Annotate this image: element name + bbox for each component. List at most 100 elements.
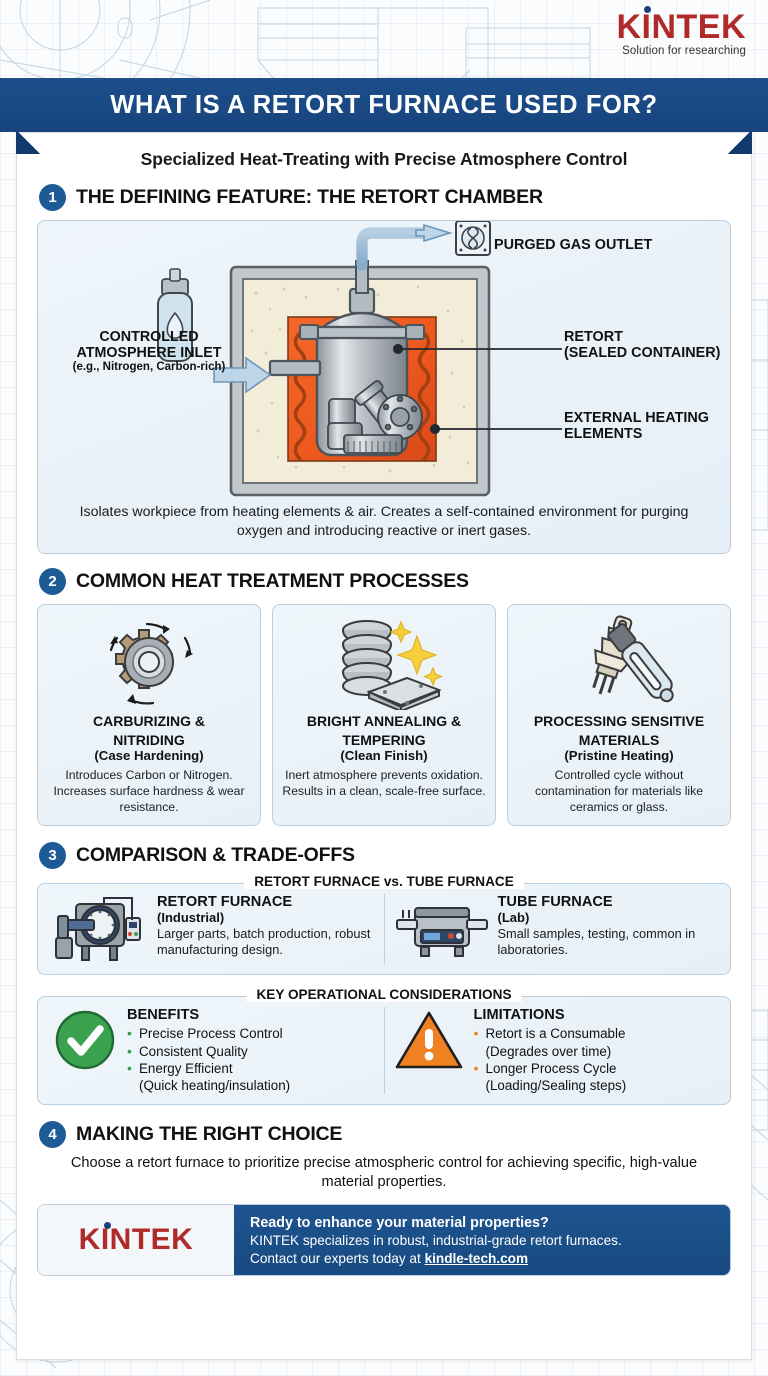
considerations-legend: KEY OPERATIONAL CONSIDERATIONS [246, 987, 522, 1003]
comparison-tube-text: TUBE FURNACE (Lab) Small samples, testin… [498, 894, 717, 958]
comparison-retort-text: RETORT FURNACE (Industrial) Larger parts… [157, 894, 376, 958]
comparison-tube-furnace: TUBE FURNACE (Lab) Small samples, testin… [383, 894, 725, 965]
retort-furnace-subtitle: (Industrial) [157, 910, 225, 926]
title-bar: WHAT IS A RETORT FURNACE USED FOR? [0, 78, 768, 132]
list-item: Longer Process Cycle [474, 1060, 627, 1078]
caption-line-2: environment for purging oxygen and intro… [236, 504, 689, 539]
section-2-number: 2 [39, 568, 66, 596]
process-card-carburizing[interactable]: CARBURIZING & NITRIDING (Case Hardening)… [37, 604, 261, 827]
process-card-sensitive-materials[interactable]: PROCESSING SENSITIVE MATERIALS (Pristine… [507, 604, 731, 827]
furnace-comparison-block: RETORT FURNACE vs. TUBE FURNACE [37, 874, 731, 976]
brand-logo: KINTEK Solution for researching [616, 6, 746, 57]
section-2-heading: 2 COMMON HEAT TREATMENT PROCESSES [17, 568, 751, 596]
inlet-note: (e.g., Nitrogen, Carbon-rich) [72, 361, 226, 373]
process-title-line-1: BRIGHT ANNEALING & [306, 713, 462, 730]
section-2-title: COMMON HEAT TREATMENT PROCESSES [76, 570, 469, 593]
process-title-line-1: CARBURIZING & [93, 713, 205, 730]
list-item: Consistent Quality [127, 1043, 290, 1061]
final-advice: Choose a retort furnace to prioritize pr… [59, 1154, 709, 1193]
comparison-retort-furnace: RETORT FURNACE (Industrial) Larger parts… [44, 894, 384, 964]
section-1-heading: 1 THE DEFINING FEATURE: THE RETORT CHAMB… [17, 184, 751, 211]
purged-gas-outlet-label: PURGED GAS OUTLET [494, 237, 653, 253]
content-card: Specialized Heat-Treating with Precise A… [16, 132, 752, 1360]
retort-chamber-panel: PURGED GAS OUTLET CONTROLLED ATMOSPHERE … [37, 220, 731, 555]
tube-furnace-title: TUBE FURNACE [497, 894, 613, 911]
cta-contact-line: Contact our experts today at kindle-tech… [250, 1250, 714, 1268]
retort-furnace-diagram: PURGED GAS OUTLET CONTROLLED ATMOSPHERE … [38, 221, 730, 499]
final-line-2: specific, high-value material properties… [321, 1154, 698, 1191]
retort-furnace-icon [52, 894, 148, 964]
key-considerations-block: KEY OPERATIONAL CONSIDERATIONS BENEFITS … [37, 987, 731, 1105]
cta-contact-prefix: Contact our experts today at [250, 1250, 425, 1266]
ceramic-spark-plug-icon [516, 613, 722, 711]
process-subtitle: (Clean Finish) [340, 747, 428, 763]
section-3-heading: 3 COMPARISON & TRADE-OFFS [17, 842, 751, 870]
logo-dot-icon [644, 6, 652, 13]
list-item: (Degrades over time) [485, 1043, 612, 1059]
benefits-group: BENEFITS Precise Process Control Consist… [44, 1007, 384, 1094]
comparison-legend: RETORT FURNACE vs. TUBE FURNACE [244, 874, 524, 890]
limitations-title: LIMITATIONS [473, 1007, 565, 1024]
section-4-title: MAKING THE RIGHT CHOICE [76, 1122, 343, 1145]
warning-triangle-icon [393, 1007, 465, 1073]
process-description: Inert atmosphere prevents oxidation. Res… [282, 767, 486, 798]
section-3-number: 3 [39, 842, 66, 870]
process-title-line-2: TEMPERING [342, 731, 426, 748]
cta-logo-text: KINTEK [78, 1222, 194, 1257]
process-card-bright-annealing[interactable]: BRIGHT ANNEALING & TEMPERING (Clean Fini… [272, 604, 496, 827]
brand-logo-text: KINTEK [616, 6, 746, 46]
furnace-cross-section-icon [157, 221, 562, 497]
caption-line-1: Isolates workpiece from heating elements… [79, 504, 535, 520]
process-description: Introduces Carbon or Nitrogen. Increases… [53, 767, 245, 814]
tube-furnace-icon [393, 894, 489, 964]
benefits-title: BENEFITS [127, 1007, 200, 1024]
retort-furnace-desc: Larger parts, batch production, robust m… [157, 926, 371, 958]
section-4-number: 4 [39, 1120, 66, 1148]
process-description: Controlled cycle without contamination f… [535, 767, 703, 814]
list-item: (Loading/Sealing steps) [485, 1077, 627, 1093]
process-title-line-2: NITRIDING [113, 731, 185, 748]
tube-furnace-subtitle: (Lab) [497, 910, 530, 926]
comparison-box: RETORT FURNACE (Industrial) Larger parts… [37, 883, 731, 976]
list-item: Retort is a Consumable [474, 1025, 627, 1043]
section-1-title: THE DEFINING FEATURE: THE RETORT CHAMBER [76, 186, 543, 208]
page-subtitle: Specialized Heat-Treating with Precise A… [140, 149, 628, 169]
gas-cylinder-icon [157, 268, 193, 362]
header-band: KINTEK Solution for researching [0, 0, 768, 80]
process-subtitle: (Pristine Heating) [564, 747, 674, 763]
retort-label: RETORT (SEALED CONTAINER) [564, 329, 720, 361]
tube-furnace-desc: Small samples, testing, common in labora… [497, 926, 696, 958]
section-3-title: COMPARISON & TRADE-OFFS [76, 844, 355, 867]
check-circle-icon [52, 1007, 118, 1073]
section-1-number: 1 [39, 184, 66, 211]
heating-line-1: EXTERNAL HEATING [564, 410, 709, 426]
process-subtitle: (Case Hardening) [94, 747, 204, 763]
page-title: WHAT IS A RETORT FURNACE USED FOR? [110, 90, 658, 119]
ribbon-notch-right-icon [726, 132, 752, 154]
list-item: Precise Process Control [127, 1025, 290, 1043]
brand-tagline: Solution for researching [622, 45, 746, 57]
cta-website-link[interactable]: kindle-tech.com [424, 1250, 529, 1266]
limitations-list: Retort is a Consumable (Degrades over ti… [474, 1025, 627, 1094]
retort-chamber-caption: Isolates workpiece from heating elements… [38, 499, 730, 553]
process-card-list: CARBURIZING & NITRIDING (Case Hardening)… [37, 604, 731, 827]
controlled-atmosphere-inlet-label: CONTROLLED ATMOSPHERE INLET (e.g., Nitro… [38, 329, 260, 374]
inlet-line-2: ATMOSPHERE INLET [76, 345, 222, 361]
heating-line-2: ELEMENTS [564, 426, 643, 443]
retort-line-1: RETORT [564, 329, 623, 345]
ribbon-notch-left-icon [16, 132, 42, 154]
cta-logo-dot-icon [103, 1222, 111, 1230]
process-title-line-2: MATERIALS [578, 731, 660, 748]
external-heating-elements-label: EXTERNAL HEATING ELEMENTS [564, 410, 709, 442]
spring-plate-sparkle-icon [281, 613, 487, 711]
benefits-text: BENEFITS Precise Process Control Consist… [127, 1007, 290, 1094]
section-4-heading: 4 MAKING THE RIGHT CHOICE [17, 1120, 751, 1148]
retort-furnace-title: RETORT FURNACE [157, 894, 293, 911]
inlet-line-1: CONTROLLED [99, 329, 199, 345]
limitations-group: LIMITATIONS Retort is a Consumable (Degr… [383, 1007, 725, 1094]
gear-rotation-icon [46, 613, 252, 711]
cta-banner[interactable]: KINTEK Ready to enhance your material pr… [37, 1204, 731, 1277]
retort-line-2: (SEALED CONTAINER) [564, 345, 721, 362]
final-line-1: Choose a retort furnace to prioritize pr… [70, 1154, 569, 1171]
